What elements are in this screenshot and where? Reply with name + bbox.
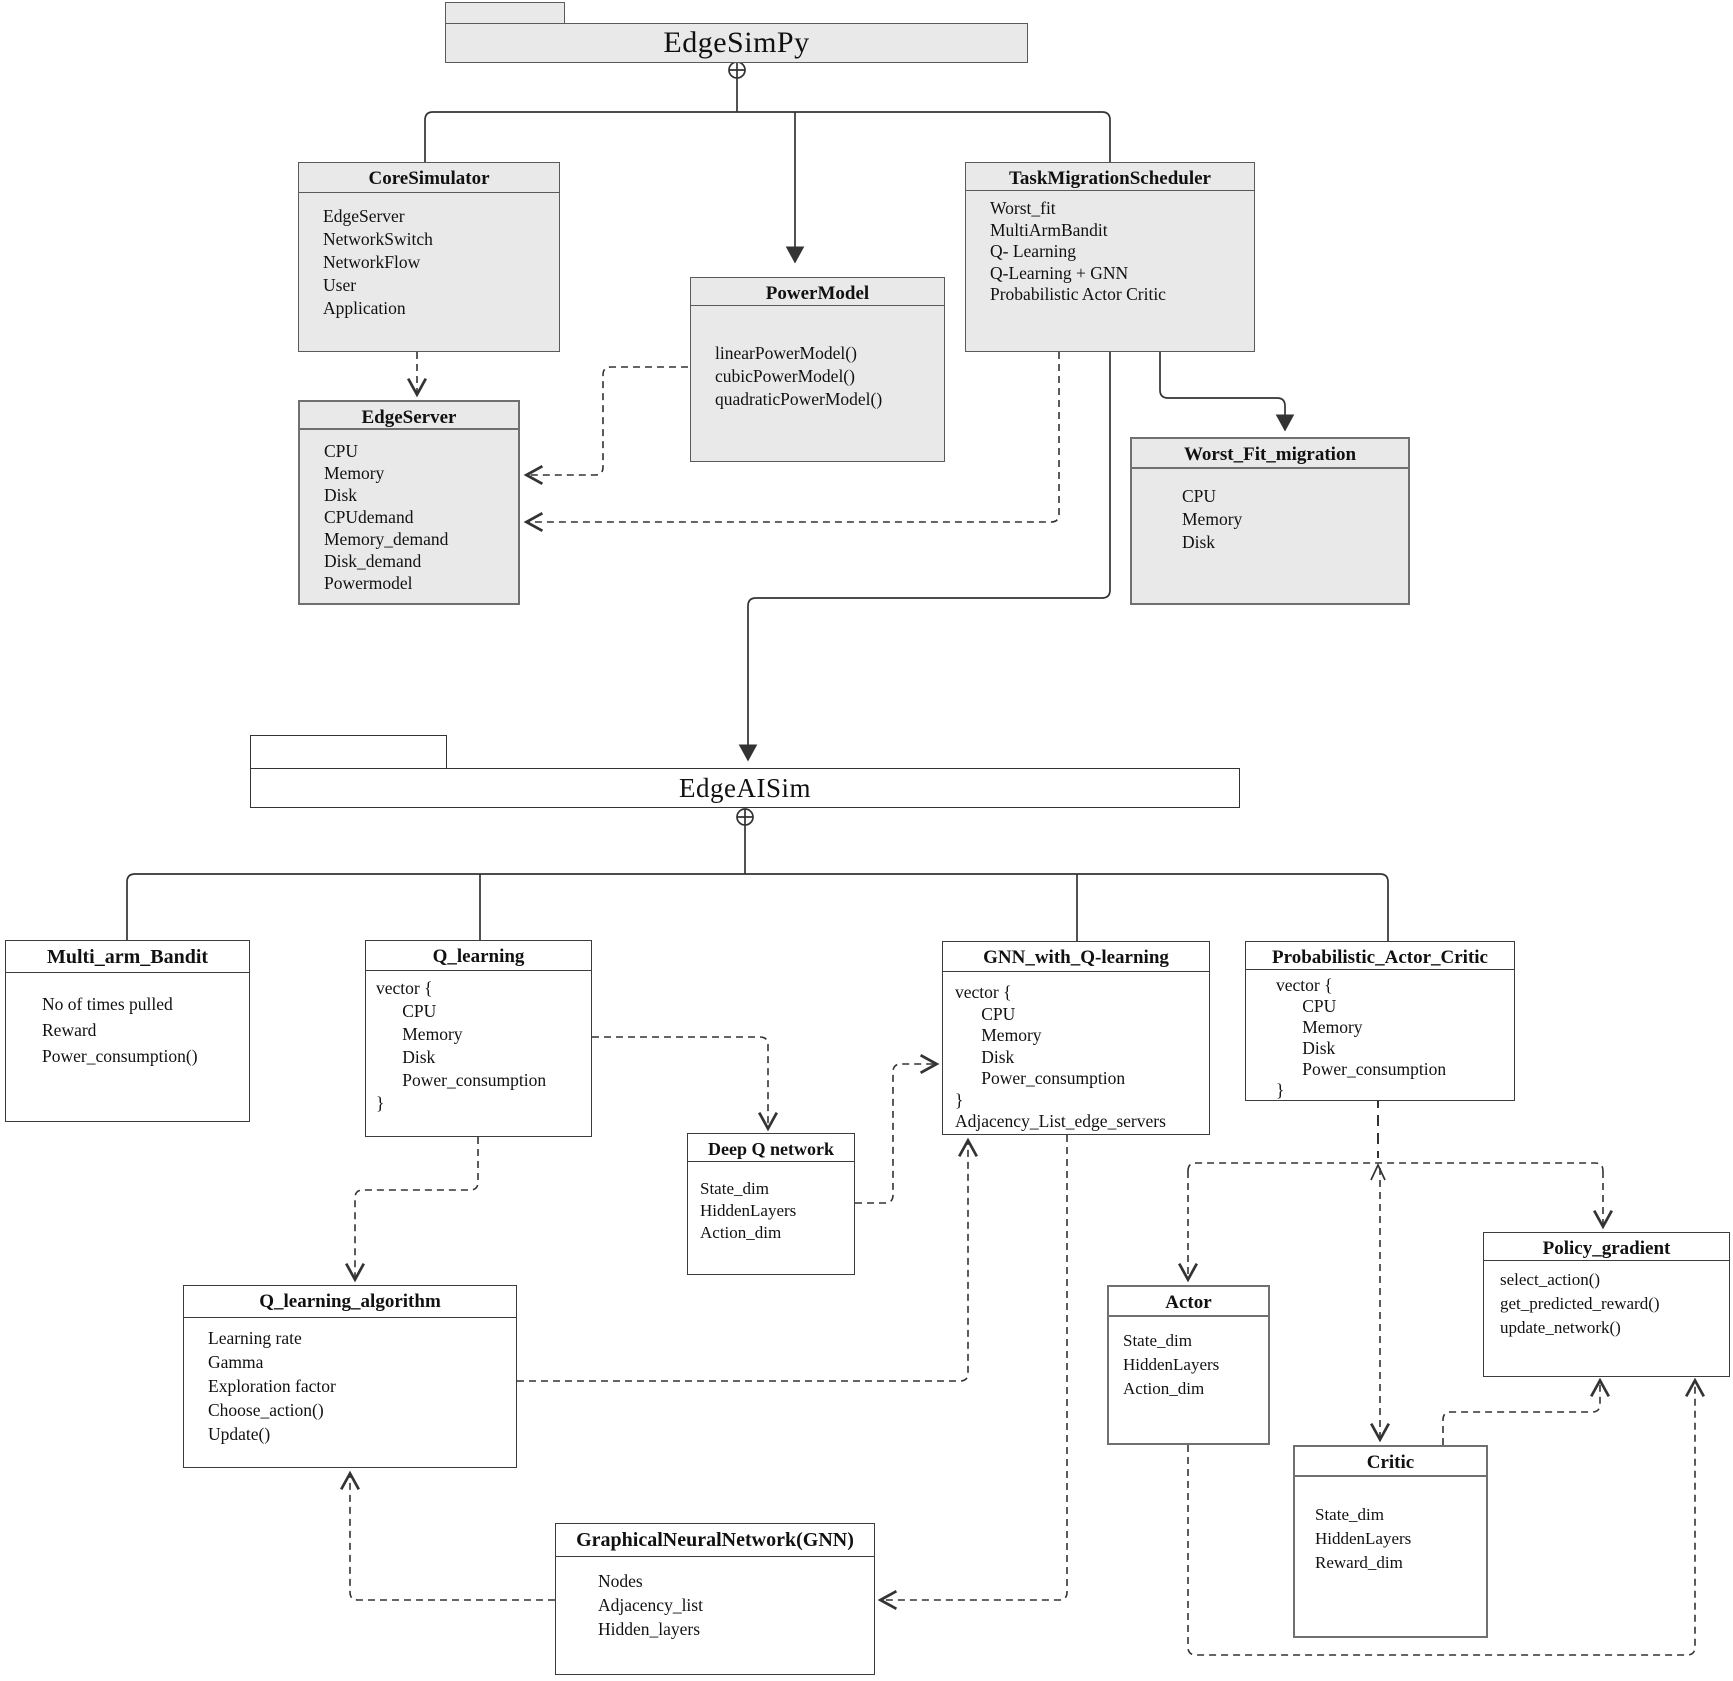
class-deep-q-network: Deep Q network State_dim HiddenLayers Ac… <box>687 1133 855 1275</box>
class-attributes: CPU Memory Disk <box>1182 486 1243 552</box>
edge-gnn-qla <box>340 1470 555 1601</box>
class-core-simulator: CoreSimulator EdgeServer NetworkSwitch N… <box>298 162 560 352</box>
class-title: Critic <box>1295 1447 1486 1477</box>
class-edge-server: EdgeServer CPU Memory Disk CPUdemand Mem… <box>298 400 520 605</box>
class-attributes: State_dim HiddenLayers Action_dim <box>1123 1331 1220 1398</box>
class-title: Probabilistic_Actor_Critic <box>1246 942 1514 970</box>
edge-qlearning-dqn <box>592 1036 778 1132</box>
edge-critic-policygradient <box>1442 1377 1610 1445</box>
edgeaisim-package-title: EdgeAISim <box>679 772 811 803</box>
class-methods: select_action() get_predicted_reward() u… <box>1500 1270 1660 1337</box>
edgesimpy-package: EdgeSimPy <box>445 23 1028 63</box>
class-attributes: Worst_fit MultiArmBandit Q- Learning Q-L… <box>990 198 1166 304</box>
class-attributes: vector { CPU Memory Disk Power_consumpti… <box>376 978 547 1113</box>
edge-dqn-gnnq <box>855 1054 940 1204</box>
class-attributes: State_dim HiddenLayers Action_dim <box>700 1179 797 1242</box>
class-title: Q_learning_algorithm <box>184 1286 516 1318</box>
class-probabilistic-actor-critic: Probabilistic_Actor_Critic vector { CPU … <box>1245 941 1515 1101</box>
containment-icon <box>728 61 746 79</box>
class-attributes: vector { CPU Memory Disk Power_consumpti… <box>1276 975 1447 1100</box>
class-title: Worst_Fit_migration <box>1132 439 1408 469</box>
class-gnn-with-q-learning: GNN_with_Q-learning vector { CPU Memory … <box>942 941 1210 1135</box>
class-policy-gradient: Policy_gradient select_action() get_pred… <box>1483 1232 1730 1377</box>
edge-tms-worstfit <box>1159 352 1295 432</box>
class-title: CoreSimulator <box>299 163 559 193</box>
class-power-model: PowerModel linearPowerModel() cubicPower… <box>690 277 945 462</box>
class-title: EdgeServer <box>300 402 518 430</box>
class-multi-arm-bandit: Multi_arm_Bandit No of times pulled Rewa… <box>5 940 250 1122</box>
class-methods: linearPowerModel() cubicPowerModel() qua… <box>715 343 883 409</box>
class-attributes: vector { CPU Memory Disk Power_consumpti… <box>955 982 1166 1131</box>
class-attributes: Nodes Adjacency_list Hidden_layers <box>598 1571 703 1639</box>
edgesimpy-package-tab <box>445 2 565 24</box>
edgeaisim-package-tab <box>250 735 447 769</box>
class-q-learning-algorithm: Q_learning_algorithm Learning rate Gamma… <box>183 1285 517 1468</box>
class-attributes: No of times pulled Reward Power_consumpt… <box>42 994 198 1066</box>
class-attributes: EdgeServer NetworkSwitch NetworkFlow Use… <box>323 206 433 318</box>
edgesimpy-package-title: EdgeSimPy <box>663 26 810 59</box>
class-q-learning: Q_learning vector { CPU Memory Disk Powe… <box>365 940 592 1137</box>
edgeaisim-package: EdgeAISim <box>250 768 1240 808</box>
class-actor: Actor State_dim HiddenLayers Action_dim <box>1107 1285 1270 1445</box>
class-title: Q_learning <box>366 941 591 971</box>
class-attributes: Learning rate Gamma Exploration factor C… <box>208 1328 336 1444</box>
class-title: Multi_arm_Bandit <box>6 941 249 973</box>
class-title: Deep Q network <box>688 1134 854 1162</box>
edge-powermodel-edgeserver <box>523 366 688 485</box>
edge-pac-split <box>1187 1162 1604 1172</box>
edge-qlearning-qla <box>345 1137 479 1283</box>
class-title: TaskMigrationScheduler <box>966 163 1254 191</box>
class-task-migration-scheduler: TaskMigrationScheduler Worst_fit MultiAr… <box>965 162 1255 352</box>
class-title: GNN_with_Q-learning <box>943 942 1209 972</box>
class-attributes: State_dim HiddenLayers Reward_dim <box>1315 1505 1412 1572</box>
class-title: PowerModel <box>691 278 944 306</box>
class-title: GraphicalNeuralNetwork(GNN) <box>556 1524 874 1557</box>
edgeaisim-branch <box>126 808 1389 941</box>
class-critic: Critic State_dim HiddenLayers Reward_dim <box>1293 1445 1488 1638</box>
class-worst-fit-migration: Worst_Fit_migration CPU Memory Disk <box>1130 437 1410 605</box>
edge-gnnq-gnn <box>877 1135 1068 1610</box>
class-title: Actor <box>1109 1287 1268 1317</box>
up-open-arrowhead <box>1370 1162 1386 1181</box>
class-graphical-neural-network: GraphicalNeuralNetwork(GNN) Nodes Adjace… <box>555 1523 875 1675</box>
class-attributes: CPU Memory Disk CPUdemand Memory_demand … <box>324 441 449 593</box>
class-title: Policy_gradient <box>1484 1233 1729 1261</box>
